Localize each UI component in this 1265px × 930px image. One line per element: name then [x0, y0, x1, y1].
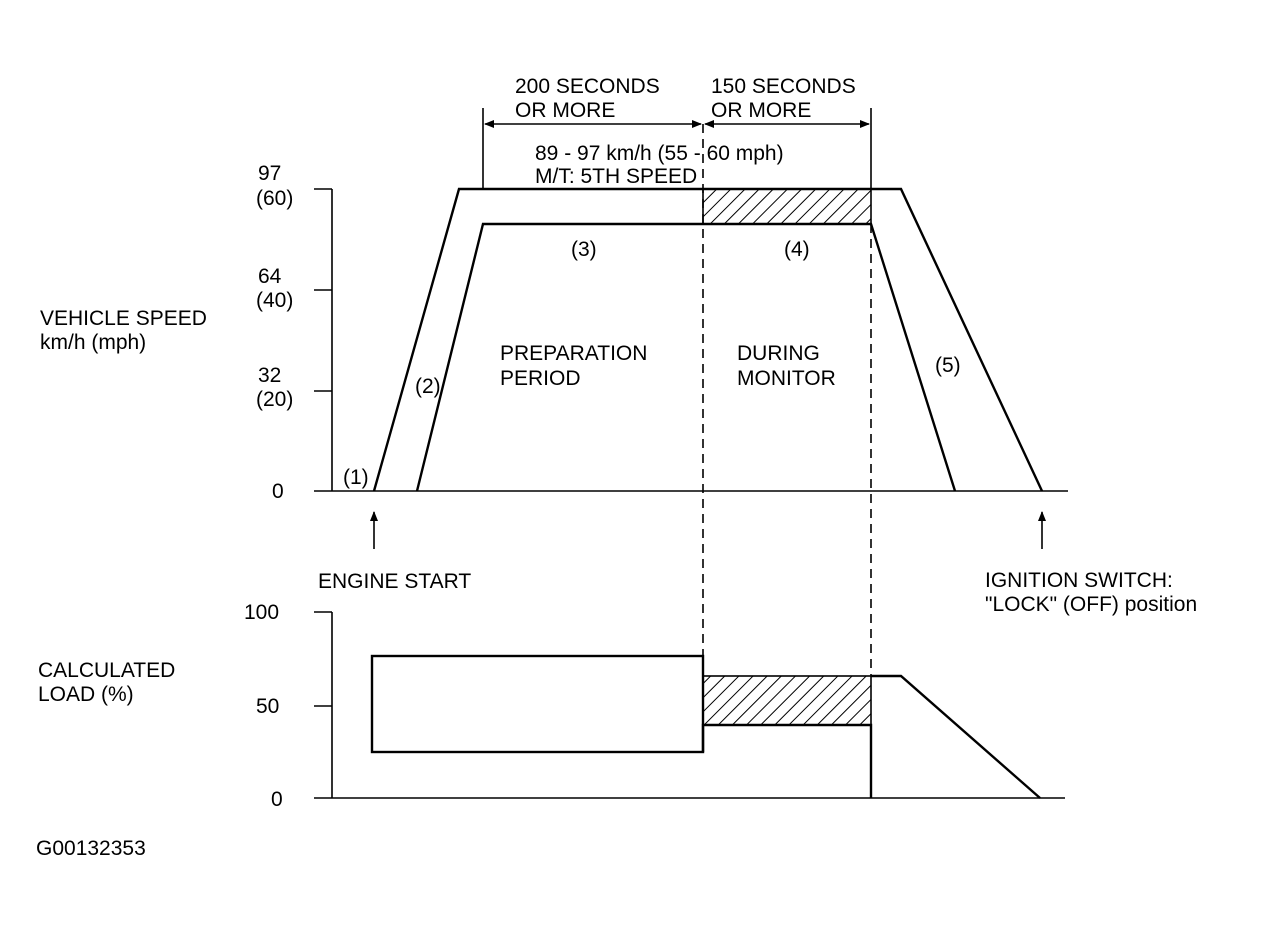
monitor-duration-line2: OR MORE [711, 99, 811, 122]
preparation-period-line1: PREPARATION [500, 342, 647, 365]
speed-tick-label-64: 64 [258, 265, 282, 288]
step-1-label: (1) [343, 466, 369, 489]
load-axis-title-line1: CALCULATED [38, 659, 175, 682]
events: ENGINE START IGNITION SWITCH: "LOCK" (OF… [318, 511, 1197, 616]
lower-speed-limit-trace [415, 222, 957, 492]
preparation-period-line2: PERIOD [500, 367, 581, 390]
monitor-duration-line1: 150 SECONDS [711, 75, 856, 98]
step-3-label: (3) [571, 238, 597, 261]
ignition-switch-label-line2: "LOCK" (OFF) position [985, 593, 1197, 616]
speed-tick-label-0: 0 [272, 480, 284, 503]
load-tick-label-0: 0 [271, 788, 283, 811]
speed-axis-title-line1: VEHICLE SPEED [40, 307, 207, 330]
speed-axis-title-line2: km/h (mph) [40, 331, 146, 354]
speed-range-line2: M/T: 5TH SPEED [535, 165, 697, 188]
prep-duration-line1: 200 SECONDS [515, 75, 660, 98]
phase-dividers [702, 124, 872, 676]
load-tick-label-100: 100 [244, 601, 279, 624]
upper-speed-limit-trace [372, 187, 1044, 492]
speed-tick-label-40mph: (40) [256, 289, 293, 312]
engine-start-label: ENGINE START [318, 570, 471, 593]
speed-tick-label-60mph: (60) [256, 187, 293, 210]
speed-axis: VEHICLE SPEED km/h (mph) 97 (60) 64 (40)… [40, 162, 1068, 503]
during-monitor-line2: MONITOR [737, 367, 836, 390]
timing-header: 200 SECONDS OR MORE 150 SECONDS OR MORE … [482, 75, 872, 189]
step-5-label: (5) [935, 354, 961, 377]
figure-id: G00132353 [36, 837, 146, 860]
monitor-load-lower-trace [701, 723, 873, 798]
speed-tick-label-97: 97 [258, 162, 281, 185]
during-monitor-line1: DURING [737, 342, 820, 365]
step-2-label: (2) [415, 375, 441, 398]
ignition-switch-label-line1: IGNITION SWITCH: [985, 569, 1173, 592]
speed-axis-line [314, 188, 333, 491]
load-axis: CALCULATED LOAD (%) 100 50 0 [38, 601, 1065, 811]
monitor-speed-band-hatch [702, 188, 872, 225]
shutdown-load-trace [871, 674, 1041, 799]
load-axis-title-line2: LOAD (%) [38, 683, 134, 706]
speed-tick-label-32: 32 [258, 364, 281, 387]
load-plot [370, 654, 1041, 799]
step-4-label: (4) [784, 238, 810, 261]
speed-tick-label-20mph: (20) [256, 388, 293, 411]
speed-range-line1: 89 - 97 km/h (55 - 60 mph) [535, 142, 784, 165]
monitor-load-band-hatch [702, 675, 872, 726]
prep-duration-line2: OR MORE [515, 99, 615, 122]
prep-load-band [370, 654, 705, 754]
load-tick-label-50: 50 [256, 695, 279, 718]
load-axis-line [314, 611, 333, 798]
speed-plot: (1) (2) (3) (4) (5) PREPARATION PERIOD D… [343, 187, 1044, 492]
